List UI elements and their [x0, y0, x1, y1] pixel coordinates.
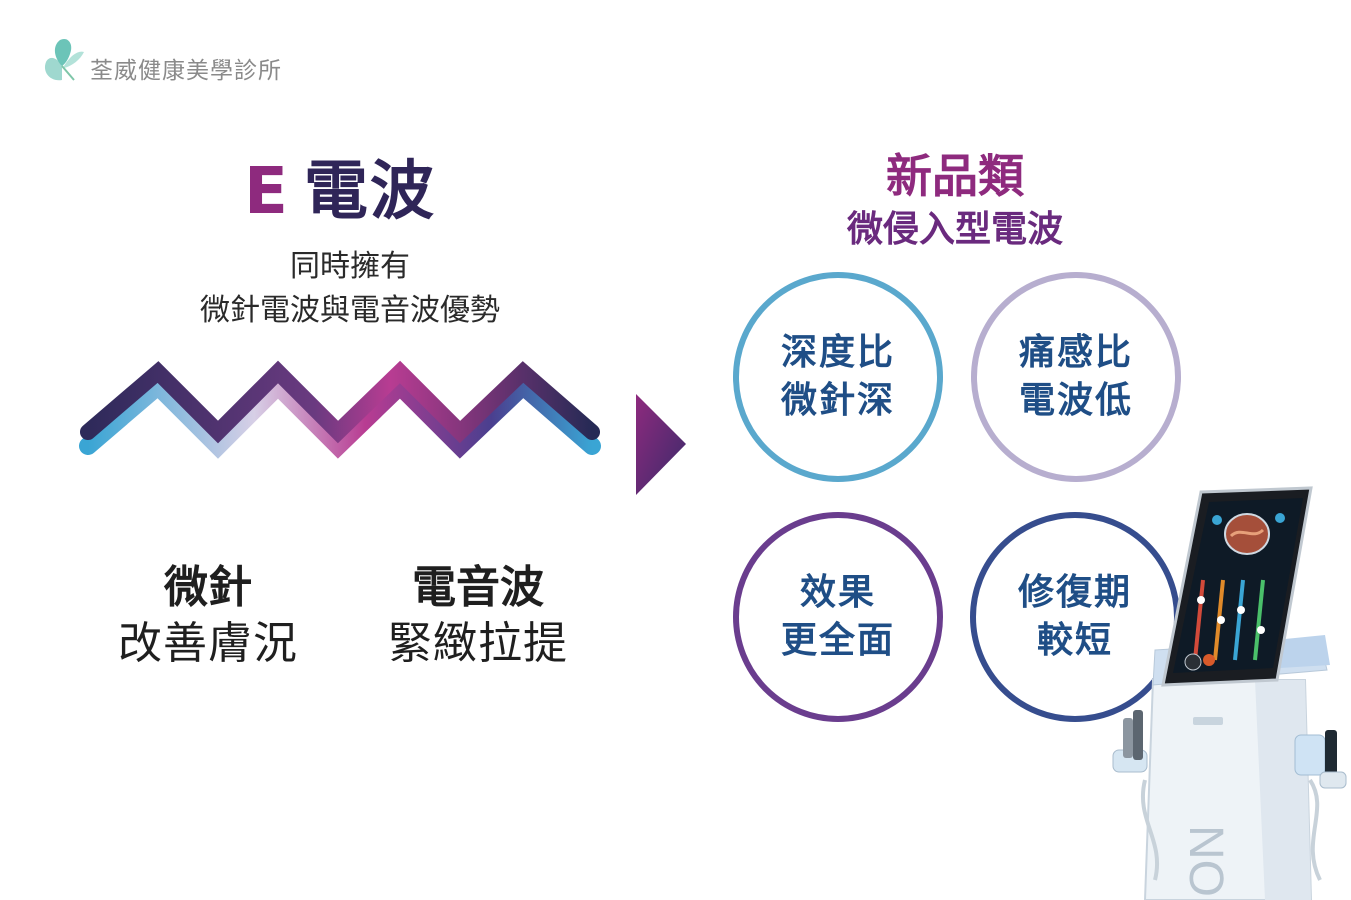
clinic-logo: 荃威健康美學診所 [40, 36, 340, 86]
feature-desc: 緊緻拉提 [388, 618, 568, 669]
wave-graphic [79, 360, 601, 459]
circle-line-1: 效果 [799, 572, 876, 613]
subtitle-line-2: 微針電波與電音波優勢 [200, 293, 500, 328]
right-title: 新品類 [886, 149, 1024, 203]
circle-line-2: 微針深 [780, 380, 895, 421]
circle-line-2: 較短 [1036, 620, 1113, 661]
benefit-circle-effect: 效果 更全面 [733, 512, 943, 722]
device-logo: NO [1179, 825, 1232, 897]
benefit-circle-recovery: 修復期 較短 [970, 512, 1180, 722]
feature-rf: 電音波 緊緻拉提 [358, 560, 598, 672]
subtitle: 同時擁有 微針電波與電音波優勢 [100, 245, 600, 333]
circle-line-1: 深度比 [780, 332, 895, 373]
arrow-right-icon [636, 394, 686, 495]
circle-line-1: 痛感比 [1018, 332, 1133, 373]
feature-head: 微針 [164, 562, 252, 613]
butterfly-icon [44, 38, 84, 81]
rf-device-image: NO [1112, 486, 1347, 900]
clinic-name: 荃威健康美學診所 [90, 58, 282, 84]
feature-desc: 改善膚況 [118, 618, 298, 669]
subtitle-line-1: 同時擁有 [290, 249, 410, 284]
circle-line-1: 修復期 [1017, 572, 1132, 613]
circle-line-2: 電波低 [1018, 380, 1133, 421]
right-subtitle: 微侵入型電波 [846, 209, 1063, 250]
feature-microneedle: 微針 改善膚況 [88, 560, 328, 672]
benefit-circle-depth: 深度比 微針深 [733, 272, 943, 482]
title-letter: E [244, 155, 290, 229]
feature-head: 電音波 [412, 562, 544, 613]
circle-line-2: 更全面 [780, 620, 895, 661]
title-text: 電波 [303, 155, 436, 229]
benefit-circle-pain: 痛感比 電波低 [971, 272, 1181, 482]
